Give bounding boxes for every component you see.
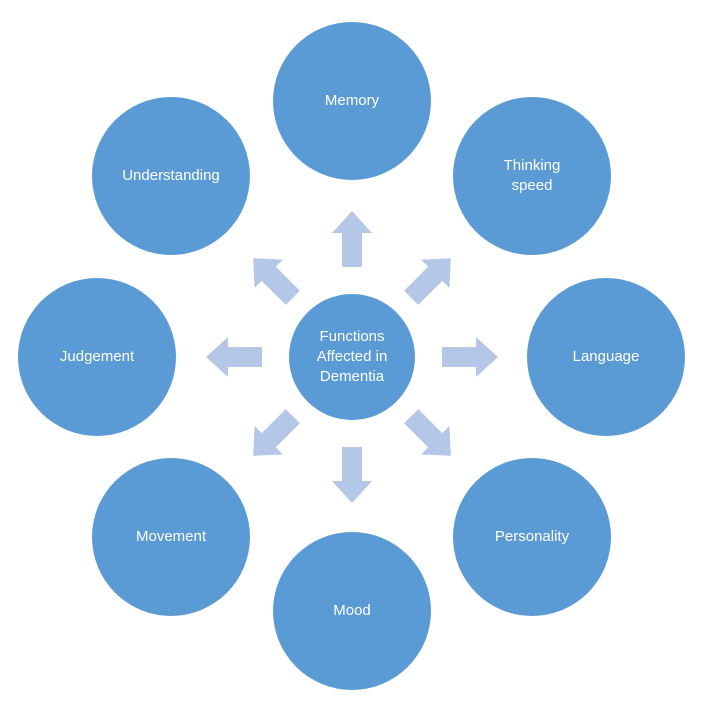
arrow-to-mood (332, 447, 372, 503)
center-node: Functions Affected in Dementia (289, 294, 415, 420)
node-mood-label: Mood (333, 602, 371, 619)
node-language: Language (527, 278, 685, 436)
arrow-shape (404, 409, 451, 456)
node-personality: Personality (453, 458, 611, 616)
node-judgement-label: Judgement (59, 348, 135, 365)
arrow-shape (206, 337, 262, 377)
node-memory-label: Memory (324, 92, 380, 109)
node-movement: Movement (92, 458, 250, 616)
arrow-shape (332, 447, 372, 503)
arrow-shape (442, 337, 498, 377)
node-language-label: Language (572, 348, 640, 365)
node-understanding-label: Understanding (122, 167, 220, 184)
arrow-shape (404, 258, 451, 305)
arrow-to-language (442, 337, 498, 377)
node-thinking-speed: Thinking speed (453, 97, 611, 255)
arrow-shape (253, 409, 300, 456)
center-label: Functions Affected in Dementia (316, 328, 388, 385)
arrow-to-movement (253, 409, 300, 456)
node-movement-label: Movement (135, 528, 207, 545)
node-understanding: Understanding (92, 97, 250, 255)
arrow-to-judgement (206, 337, 262, 377)
arrow-to-understanding (253, 258, 300, 305)
arrow-to-memory (332, 211, 372, 267)
arrow-shape (253, 258, 300, 305)
arrow-shape (332, 211, 372, 267)
node-personality-label: Personality (494, 528, 570, 545)
node-judgement: Judgement (18, 278, 176, 436)
arrow-to-thinking-speed (404, 258, 451, 305)
arrow-to-personality (404, 409, 451, 456)
node-thinking-speed-label: Thinking speed (503, 157, 561, 194)
node-memory: Memory (273, 22, 431, 180)
node-mood: Mood (273, 532, 431, 690)
